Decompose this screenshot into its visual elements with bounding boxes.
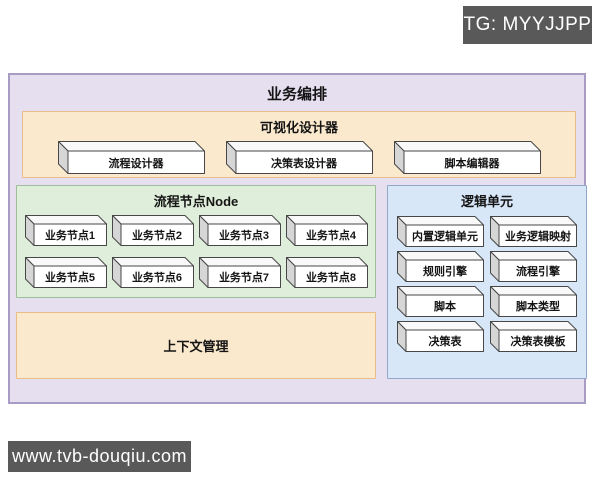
cube-3d-shape — [285, 257, 368, 288]
business-node: 业务节点4 — [285, 215, 368, 246]
business-node-label: 业务节点6 — [131, 272, 183, 284]
cube-3d-shape — [393, 141, 541, 174]
process-node-cubes: 业务节点1 业务节点2 业务节点3 业务节点4 业务节点5 业务节点6 业务节点7 业务节点8 — [20, 215, 372, 288]
logic-unit-section: 逻辑单元 内置逻辑单元 业务逻辑映射规则引擎 流程引擎脚本 脚本类型决策表 决策表模板 — [387, 185, 587, 379]
designer-node: 决策表设计器 — [225, 141, 373, 174]
logic-node: 脚本类型 — [490, 286, 577, 317]
watermark-badge-bottom: www.tvb-douqiu.com — [8, 441, 191, 472]
business-node: 业务节点2 — [111, 215, 194, 246]
cube-3d-shape — [397, 286, 484, 317]
cube-3d-shape — [111, 215, 194, 246]
logic-node: 规则引擎 — [397, 251, 484, 282]
logic-node-label: 规则引擎 — [423, 266, 467, 278]
context-management-title: 上下文管理 — [163, 339, 229, 354]
watermark-badge-bottom-text: www.tvb-douqiu.com — [11, 446, 188, 466]
business-node: 业务节点6 — [111, 257, 194, 288]
logic-node: 决策表 — [397, 321, 484, 352]
cube-3d-shape — [397, 251, 484, 282]
cube-3d-shape — [24, 257, 107, 288]
logic-node-label: 内置逻辑单元 — [412, 231, 478, 243]
designer-node-label: 决策表设计器 — [271, 157, 337, 170]
business-node-label: 业务节点3 — [218, 230, 270, 242]
logic-node-label: 脚本 — [434, 301, 456, 313]
designer-node: 流程设计器 — [57, 141, 205, 174]
cube-3d-shape — [397, 321, 484, 352]
logic-node: 脚本 — [397, 286, 484, 317]
cube-3d-shape — [490, 321, 577, 352]
business-node-label: 业务节点4 — [305, 230, 357, 242]
cube-3d-shape — [111, 257, 194, 288]
visual-designer-cubes: 流程设计器 决策表设计器 脚本编辑器 — [23, 141, 575, 174]
watermark-badge-top: TG: MYYJJPP — [463, 6, 592, 44]
cube-3d-shape — [490, 251, 577, 282]
business-node: 业务节点3 — [198, 215, 281, 246]
business-orchestration-container: 业务编排 可视化设计器 流程设计器 决策表设计器 脚本编辑器 流程节点Node 业务… — [8, 73, 587, 404]
diagram-title: 业务编排 — [266, 86, 327, 103]
visual-designer-section: 可视化设计器 流程设计器 决策表设计器 脚本编辑器 — [22, 111, 576, 178]
logic-node-label: 流程引擎 — [516, 266, 560, 278]
visual-designer-title: 可视化设计器 — [259, 120, 338, 135]
designer-node: 脚本编辑器 — [393, 141, 541, 174]
logic-node: 决策表模板 — [490, 321, 577, 352]
logic-node: 流程引擎 — [490, 251, 577, 282]
logic-node: 业务逻辑映射 — [490, 216, 577, 247]
logic-unit-cubes: 内置逻辑单元 业务逻辑映射规则引擎 流程引擎脚本 脚本类型决策表 决策表模板 — [395, 216, 579, 352]
cube-3d-shape — [225, 141, 373, 174]
watermark-badge-top-text: TG: MYYJJPP — [463, 14, 592, 35]
business-node-label: 业务节点5 — [44, 272, 96, 284]
logic-node-label: 决策表 — [428, 336, 462, 348]
logic-node-label: 脚本类型 — [516, 301, 560, 313]
cube-3d-shape — [198, 257, 281, 288]
business-node: 业务节点5 — [24, 257, 107, 288]
cube-3d-shape — [490, 286, 577, 317]
designer-node-label: 脚本编辑器 — [444, 157, 500, 170]
cube-3d-shape — [24, 215, 107, 246]
business-node: 业务节点1 — [24, 215, 107, 246]
business-node-label: 业务节点8 — [305, 272, 357, 284]
business-node-label: 业务节点7 — [218, 272, 270, 284]
logic-node: 内置逻辑单元 — [397, 216, 484, 247]
business-node-label: 业务节点2 — [131, 230, 183, 242]
designer-node-label: 流程设计器 — [108, 157, 164, 170]
business-node: 业务节点7 — [198, 257, 281, 288]
context-management-section: 上下文管理 — [16, 312, 376, 379]
logic-node-label: 决策表模板 — [510, 336, 566, 348]
cube-3d-shape — [285, 215, 368, 246]
business-node-label: 业务节点1 — [44, 230, 96, 242]
cube-3d-shape — [198, 215, 281, 246]
logic-unit-title: 逻辑单元 — [460, 194, 513, 209]
cube-3d-shape — [490, 216, 577, 247]
cube-3d-shape — [57, 141, 205, 174]
logic-node-label: 业务逻辑映射 — [505, 231, 571, 243]
cube-3d-shape — [397, 216, 484, 247]
business-node: 业务节点8 — [285, 257, 368, 288]
process-node-title: 流程节点Node — [153, 194, 239, 209]
